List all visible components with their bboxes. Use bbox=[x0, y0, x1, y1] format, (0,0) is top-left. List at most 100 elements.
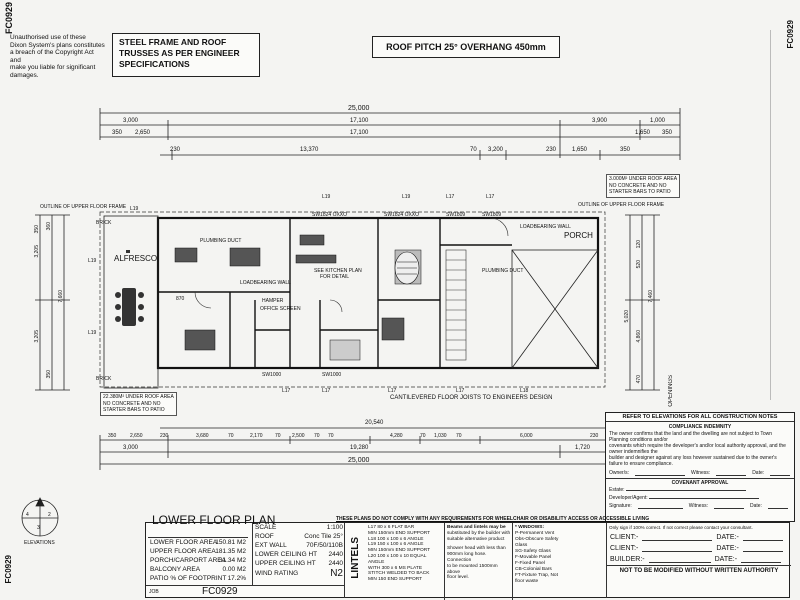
lintel-spec-line: MIN 150 END SUPPORT bbox=[368, 577, 423, 583]
lintel-label: L19 bbox=[322, 194, 331, 200]
date-label: Date: bbox=[752, 470, 765, 476]
lintels-title: LINTELS bbox=[350, 537, 361, 579]
dim-top: 3,900 bbox=[592, 118, 608, 124]
compliance-line: covenants which require the developer's … bbox=[609, 443, 786, 455]
client-date-field-2[interactable] bbox=[742, 545, 783, 552]
dim-left: 350 bbox=[46, 370, 52, 379]
developer-field[interactable] bbox=[649, 498, 760, 499]
lintel-spec-line: MIN 150mm END SUPPORT bbox=[368, 548, 431, 554]
dim-top: 1,000 bbox=[650, 118, 666, 124]
compass-num: 2 bbox=[48, 512, 51, 518]
lintel-label: L19 bbox=[88, 258, 97, 264]
dim-top: 70 bbox=[470, 147, 477, 153]
dim-left: 360 bbox=[46, 222, 52, 231]
lintel-spec-line: L19 150 x 100 x 6 ANGLE bbox=[368, 542, 424, 548]
lintel-label: L17 bbox=[486, 194, 495, 200]
witness-field-2[interactable] bbox=[713, 503, 744, 509]
dim-top: 2,650 bbox=[135, 130, 151, 136]
lintel-label: L17 bbox=[388, 388, 397, 394]
steel-frame-line: TRUSSES AS PER ENGINEER bbox=[119, 48, 240, 58]
windows-line: F-Movable Panel bbox=[515, 555, 552, 560]
owners-label: Owner/s: bbox=[609, 470, 630, 476]
dim-top: 1,650 bbox=[635, 130, 651, 136]
dim-bottom: 19,280 bbox=[350, 445, 369, 451]
dim-left: 350 bbox=[34, 225, 40, 234]
signature-field[interactable] bbox=[637, 503, 683, 509]
dim-top: 230 bbox=[546, 147, 557, 153]
date-field[interactable] bbox=[770, 470, 791, 476]
witness-field[interactable] bbox=[716, 470, 747, 476]
windows-title: * WINDOWS: bbox=[515, 525, 545, 530]
lintel-spec-line: MIN 150mm END SUPPORT bbox=[368, 530, 431, 536]
lintel-spec-line: L20 100 x 100 x 10 EQUAL ANGLE bbox=[368, 553, 427, 565]
dim-left: 3,205 bbox=[34, 245, 40, 258]
right-margin-strip bbox=[770, 30, 791, 400]
outline-right-label: OUTLINE OF UPPER FLOOR FRAME bbox=[578, 202, 665, 208]
dim-top: 1,650 bbox=[572, 147, 588, 153]
dim-top: 13,370 bbox=[300, 147, 319, 153]
plumbing-duct-label: PLUMBING DUCT bbox=[200, 238, 242, 244]
accessibility-note: THESE PLANS DO NOT COMPLY WITH ANY REQUI… bbox=[336, 516, 650, 522]
builder-label: BUILDER:- bbox=[610, 556, 645, 563]
owners-field[interactable] bbox=[635, 470, 686, 476]
signature-label: Signature: bbox=[609, 503, 632, 509]
loadbearing-wall-label: LOADBEARING WALL bbox=[520, 224, 571, 230]
client-date-field[interactable] bbox=[742, 534, 783, 541]
kitchen-note-line: FOR DETAIL bbox=[320, 274, 350, 280]
hamper-label: HAMPER bbox=[262, 298, 284, 304]
shower-line: 900mm long hose. Connection bbox=[447, 552, 487, 563]
dim-bottom: 70 bbox=[275, 433, 281, 439]
window-label: SW1824 OXXO bbox=[384, 212, 420, 218]
lintel-spec-line: L18 100 x 100 x 6 ANGLE bbox=[368, 536, 424, 542]
dim-left: 7,660 bbox=[58, 290, 64, 303]
witness-label: Witness: bbox=[691, 470, 711, 476]
copyright-line: Unauthorised use of these bbox=[10, 34, 86, 41]
copyright-line: damages. bbox=[10, 71, 39, 79]
kitchen-note-line: SEE KITCHEN PLAN bbox=[314, 268, 362, 274]
dim-bottom: 70 bbox=[420, 433, 426, 439]
window-label: SW1809 bbox=[446, 212, 466, 218]
date-field-2[interactable] bbox=[767, 503, 788, 509]
dim-left: 3,205 bbox=[34, 330, 40, 343]
lintel-label: L17 bbox=[456, 388, 465, 394]
client-label: CLIENT:- bbox=[610, 534, 639, 541]
estate-field[interactable] bbox=[625, 490, 746, 491]
under-roof-right: 3.000M² UNDER ROOF AREA NO CONCRETE AND … bbox=[606, 174, 681, 198]
kitchen-note: SEE KITCHEN PLAN FOR DETAIL bbox=[314, 268, 362, 280]
beams-line: Beams and lintels may be bbox=[447, 525, 506, 530]
lintel-label: L19 bbox=[130, 206, 139, 212]
dim-bottom: 1,720 bbox=[575, 445, 591, 451]
dim-right: 4,860 bbox=[636, 330, 642, 343]
brick-label: BRICK bbox=[96, 376, 112, 382]
dim-bottom: 350 bbox=[108, 433, 117, 439]
dim-bottom: 70 bbox=[328, 433, 334, 439]
lintel-label: L17 bbox=[282, 388, 291, 394]
builder-date-field[interactable] bbox=[741, 556, 782, 563]
under-roof-line: STARTER BARS TO PATIO bbox=[609, 189, 671, 195]
dim-right: 7,460 bbox=[648, 290, 654, 303]
date-label: DATE:- bbox=[716, 534, 739, 541]
dim-bottom: 2,650 bbox=[130, 433, 143, 439]
client-field[interactable] bbox=[642, 534, 713, 541]
dim-bottom: 230 bbox=[160, 433, 169, 439]
compass-label: ELEVATIONS bbox=[24, 540, 55, 546]
under-roof-line: NO CONCRETE AND NO bbox=[609, 182, 667, 189]
lintel-label: L17 bbox=[446, 194, 455, 200]
client-label: CLIENT:- bbox=[610, 545, 639, 552]
builder-field[interactable] bbox=[648, 556, 711, 563]
under-roof-left: 22.380M² UNDER ROOF AREA NO CONCRETE AND… bbox=[100, 392, 177, 416]
client-field-2[interactable] bbox=[642, 545, 713, 552]
date-label: DATE:- bbox=[714, 556, 738, 563]
refer-note: REFER TO ELEVATIONS FOR ALL CONSTRUCTION… bbox=[606, 413, 794, 422]
copyright-line: a breach of the Copyright Act and bbox=[10, 49, 94, 64]
under-roof-line: STARTER BARS TO PATIO bbox=[103, 407, 165, 413]
windows-legend: * WINDOWS: P-Permanent Vent Obs-Obscure … bbox=[512, 523, 569, 600]
